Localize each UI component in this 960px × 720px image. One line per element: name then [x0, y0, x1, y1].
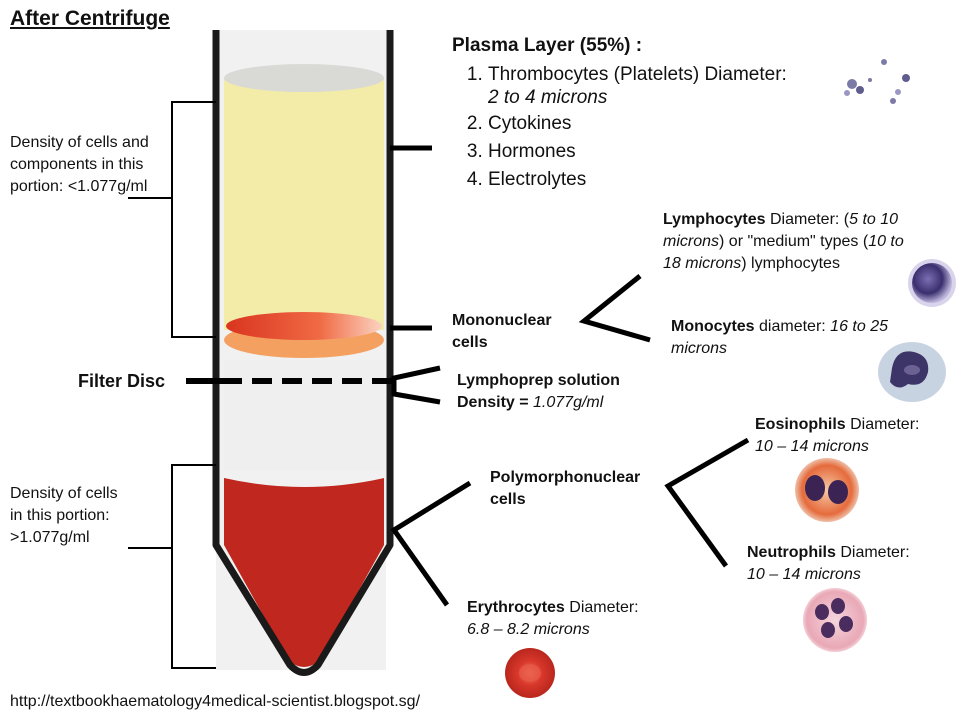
lymphocyte-icon — [908, 259, 956, 307]
neutrophils-name: Neutrophils — [747, 544, 836, 561]
plasma-item-hormones: Hormones — [488, 138, 787, 166]
lymphoprep-density-value: 1.077g/ml — [533, 394, 604, 411]
neutrophils-text: Neutrophils Diameter: 10 – 14 microns — [747, 542, 957, 586]
lower-bracket — [171, 464, 216, 669]
monocytes-size: 16 to 25 microns — [671, 318, 888, 357]
rbc-pointers — [390, 480, 472, 607]
eosinophils-desc: Diameter: — [845, 416, 920, 433]
mononuclear-split — [578, 274, 651, 343]
polymorphonuclear-split — [664, 437, 750, 568]
lymphoprep-density-label: Density = — [457, 394, 534, 411]
lymphoprep-name: Lymphoprep solution — [457, 372, 620, 389]
lymphoprep-region — [224, 360, 384, 470]
erythrocytes-desc: Diameter: — [564, 599, 639, 616]
filter-disc-label: Filter Disc — [78, 371, 166, 391]
platelets-icon — [844, 59, 910, 104]
lymphocytes-text-a: Diameter: ( — [765, 211, 850, 228]
lymphocytes-text: Lymphocytes Diameter: (5 to 10 microns) … — [663, 209, 913, 275]
plasma-components: Thrombocytes (Platelets) Diameter: 2 to … — [452, 61, 787, 194]
eosinophil-icon — [795, 458, 859, 522]
polymorphonuclear-label: Polymorphonuclear cells — [490, 469, 641, 508]
tube-outline — [212, 30, 394, 676]
lymphoprep-pointer — [391, 365, 441, 405]
lymphocytes-text-c: ) lymphocytes — [741, 255, 840, 272]
erythrocyte-icon — [505, 648, 555, 698]
page-title: After Centrifuge — [10, 7, 170, 30]
plasma-layer — [224, 78, 384, 330]
eosinophils-name: Eosinophils — [755, 416, 846, 433]
plasma-surface — [224, 64, 384, 92]
neutrophils-size: 10 – 14 microns — [747, 566, 861, 583]
eosinophils-size: 10 – 14 microns — [755, 438, 869, 455]
erythrocytes-size: 6.8 – 8.2 microns — [467, 621, 590, 638]
monocytes-text: Monocytes diameter: 16 to 25 microns — [671, 316, 916, 360]
lymphocytes-size-a: 5 to 10 microns — [663, 211, 899, 250]
upper-bracket — [171, 101, 216, 338]
erythrocytes-text: Erythrocytes Diameter: 6.8 – 8.2 microns — [467, 597, 697, 641]
buffy-coat-red — [226, 312, 382, 340]
thrombocytes-label: Thrombocytes (Platelets) Diameter: — [488, 63, 787, 85]
monocytes-desc: diameter: — [754, 318, 831, 335]
erythrocytes-name: Erythrocytes — [467, 599, 565, 616]
lymphocytes-name: Lymphocytes — [663, 211, 766, 228]
plasma-layer-list: Plasma Layer (55%) : Thrombocytes (Plate… — [452, 34, 787, 194]
monocytes-name: Monocytes — [671, 318, 755, 335]
plasma-item-cytokines: Cytokines — [488, 110, 787, 138]
neutrophil-icon — [803, 588, 867, 652]
lymphocytes-size-b: 10 to 18 microns — [663, 233, 904, 272]
upper-density-note: Density of cells and components in this … — [10, 134, 149, 195]
plasma-item-thrombocytes: Thrombocytes (Platelets) Diameter: 2 to … — [488, 61, 787, 110]
red-cell-pellet — [224, 478, 384, 667]
thrombocytes-size: 2 to 4 microns — [488, 86, 608, 108]
plasma-heading: Plasma Layer (55%) : — [452, 35, 643, 56]
centrifuge-tube — [212, 30, 394, 676]
source-url[interactable]: http://textbookhaematology4medical-scien… — [10, 693, 421, 710]
monocyte-icon — [878, 342, 946, 402]
neutrophils-desc: Diameter: — [835, 544, 910, 561]
eosinophils-text: Eosinophils Diameter: 10 – 14 microns — [755, 414, 955, 458]
lower-density-note: Density of cells in this portion: >1.077… — [10, 485, 118, 546]
plasma-item-electrolytes: Electrolytes — [488, 166, 787, 194]
lymphocytes-text-b: ) or "medium" types ( — [719, 233, 869, 250]
mononuclear-label: Mononuclear cells — [452, 312, 552, 351]
